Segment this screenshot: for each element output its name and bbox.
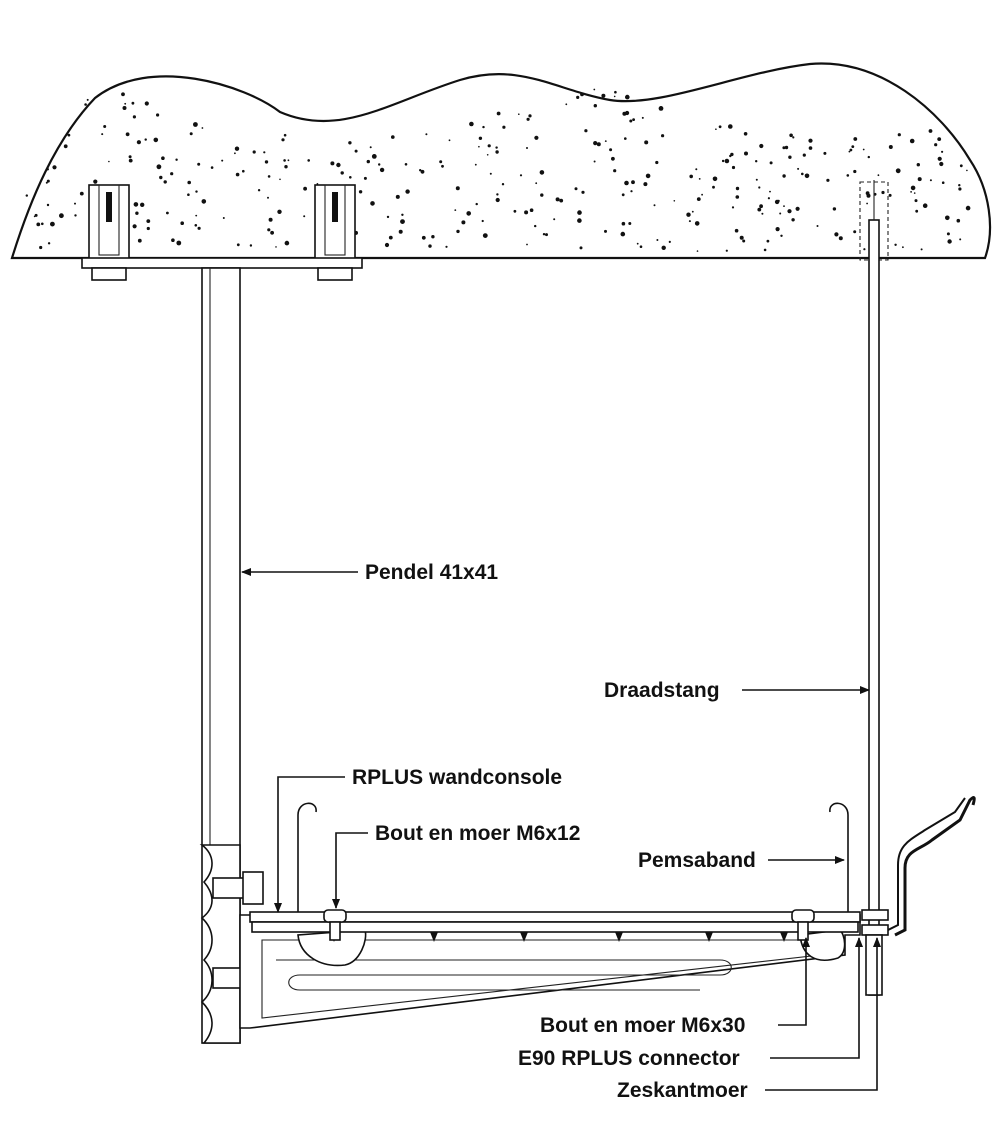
threaded-rod (859, 180, 889, 996)
label-bout-m6x12: Bout en moer M6x12 (375, 822, 580, 845)
wall-console (239, 914, 861, 1029)
label-connector: E90 RPLUS connector (518, 1047, 740, 1070)
label-pemsaband: Pemsaband (638, 849, 756, 872)
label-bout-m6x30: Bout en moer M6x30 (540, 1014, 745, 1037)
cable-tray (249, 802, 861, 942)
label-zeskantmoer: Zeskantmoer (617, 1079, 748, 1102)
bolt-m6x12-part (323, 909, 347, 941)
label-wandconsole: RPLUS wandconsole (352, 766, 562, 789)
cable-wire (887, 796, 976, 937)
label-draadstang: Draadstang (604, 679, 720, 702)
label-pendel: Pendel 41x41 (365, 561, 498, 584)
concrete-ceiling (10, 62, 992, 260)
channel-clamp (199, 844, 264, 1044)
concrete-speckles (25, 88, 971, 252)
ceiling-anchors (81, 184, 363, 281)
bolt-m6x30-part (791, 909, 815, 941)
leader-lines (241, 568, 881, 1091)
